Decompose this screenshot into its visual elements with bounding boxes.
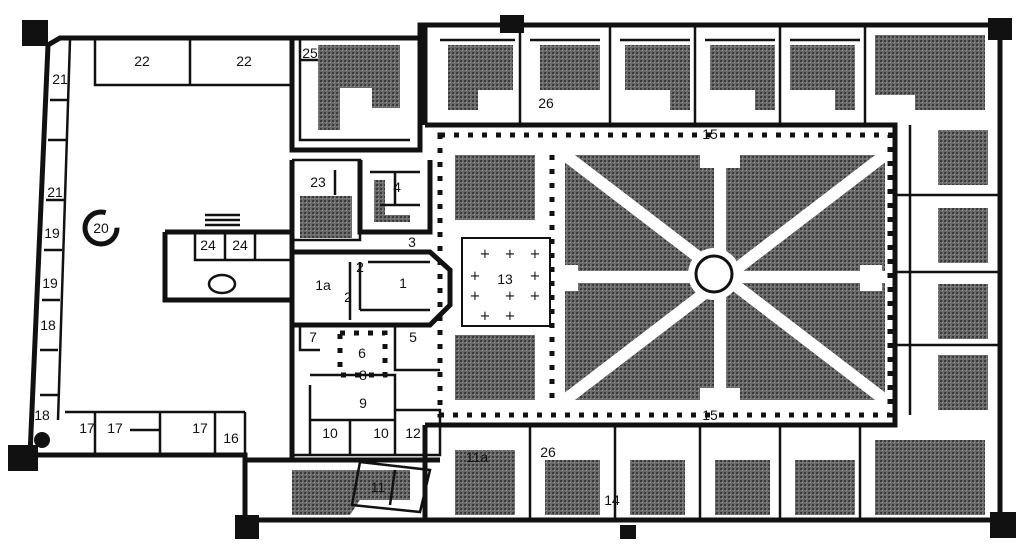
great-cloister-garden [437, 132, 893, 418]
label-17a: 17 [79, 420, 95, 436]
label-10a: 10 [322, 425, 338, 441]
label-5: 5 [409, 329, 417, 345]
label-1a: 1a [315, 277, 331, 293]
label-24a: 24 [200, 237, 216, 253]
svg-text:+: + [530, 247, 541, 262]
svg-text:+: + [530, 289, 541, 304]
cell-gardens [292, 35, 988, 515]
label-17c: 17 [192, 420, 208, 436]
label-25: 25 [302, 45, 318, 61]
label-15b: 15 [702, 407, 718, 423]
walls [8, 15, 1016, 539]
label-19a: 19 [44, 225, 60, 241]
label-18b: 18 [34, 407, 50, 423]
svg-text:+: + [505, 247, 516, 262]
label-24b: 24 [232, 237, 248, 253]
label-21b: 21 [47, 184, 63, 200]
label-2a: 2 [356, 259, 364, 275]
cemetery-crosses: + + + + + + + + + + [461, 237, 551, 327]
label-6: 6 [358, 345, 366, 361]
label-15a: 15 [702, 126, 718, 142]
label-7: 7 [309, 329, 317, 345]
label-10b: 10 [373, 425, 389, 441]
svg-text:+: + [530, 269, 541, 284]
svg-text:+: + [470, 269, 481, 284]
label-14: 14 [604, 492, 620, 508]
label-19b: 19 [42, 275, 58, 291]
room-labels: 22 22 25 21 21 19 19 18 18 17 17 17 16 2… [34, 45, 718, 508]
label-4: 4 [393, 179, 401, 195]
round-structure [82, 209, 120, 247]
label-8: 8 [359, 367, 367, 383]
label-13: 13 [497, 271, 513, 287]
label-22b: 22 [236, 53, 252, 69]
label-2b: 2 [344, 289, 352, 305]
svg-text:+: + [470, 289, 481, 304]
svg-text:+: + [480, 309, 491, 324]
label-26a: 26 [538, 95, 554, 111]
label-18a: 18 [40, 317, 56, 333]
label-22a: 22 [134, 53, 150, 69]
svg-text:+: + [480, 247, 491, 262]
label-1: 1 [399, 275, 407, 291]
label-11a: 11a [466, 449, 489, 465]
label-23: 23 [310, 174, 326, 190]
label-16: 16 [223, 430, 239, 446]
label-20: 20 [93, 220, 109, 236]
label-9: 9 [359, 395, 367, 411]
label-12: 12 [405, 425, 421, 441]
label-3: 3 [408, 234, 416, 250]
svg-text:+: + [505, 289, 516, 304]
label-11: 11 [371, 479, 386, 495]
svg-text:+: + [505, 309, 516, 324]
label-21a: 21 [52, 71, 68, 87]
label-26b: 26 [540, 444, 556, 460]
label-17b: 17 [107, 420, 123, 436]
